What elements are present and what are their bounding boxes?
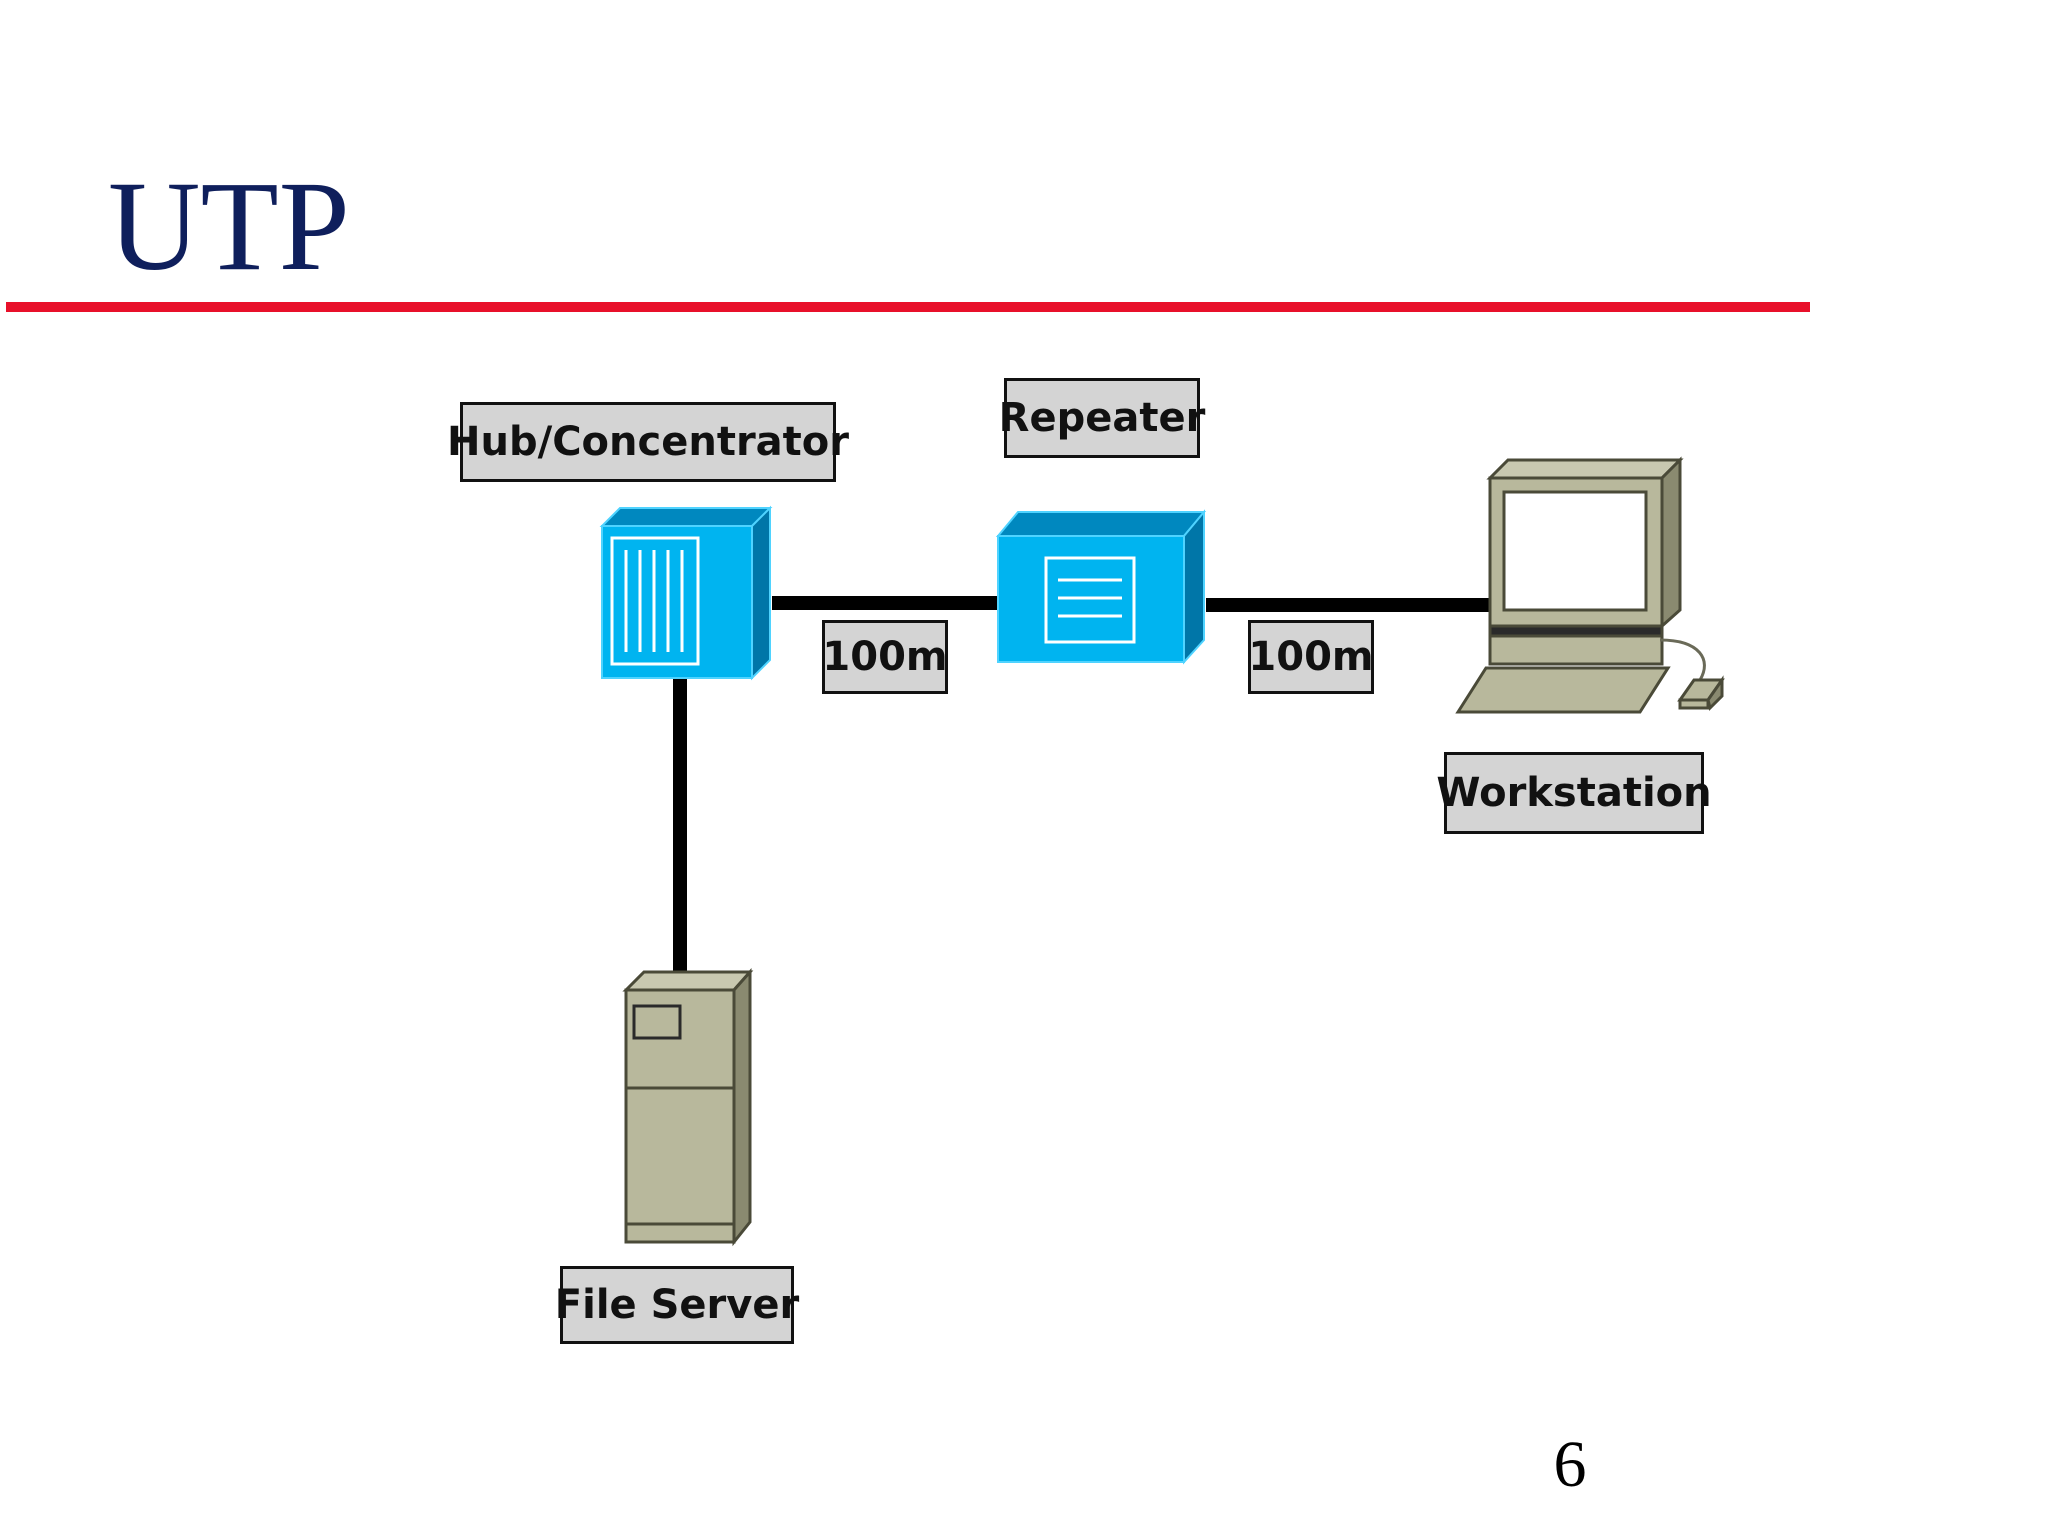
page-number: 6 [1553,1428,1587,1501]
link-length-label: 100m [822,620,948,694]
hub-label: Hub/Concentrator [447,402,849,482]
title-divider [6,302,1810,312]
link-length-label: 100m [1248,620,1374,694]
slide-title: UTP [108,155,350,297]
workstation-label: Workstation [1436,752,1712,834]
workstation-icon [1455,456,1725,714]
repeater-label: Repeater [999,378,1205,458]
file-server-icon [622,968,754,1247]
file-server-label: File Server [555,1266,799,1344]
hub-icon [599,505,773,681]
repeater-icon [995,509,1207,665]
cables [673,596,1490,975]
